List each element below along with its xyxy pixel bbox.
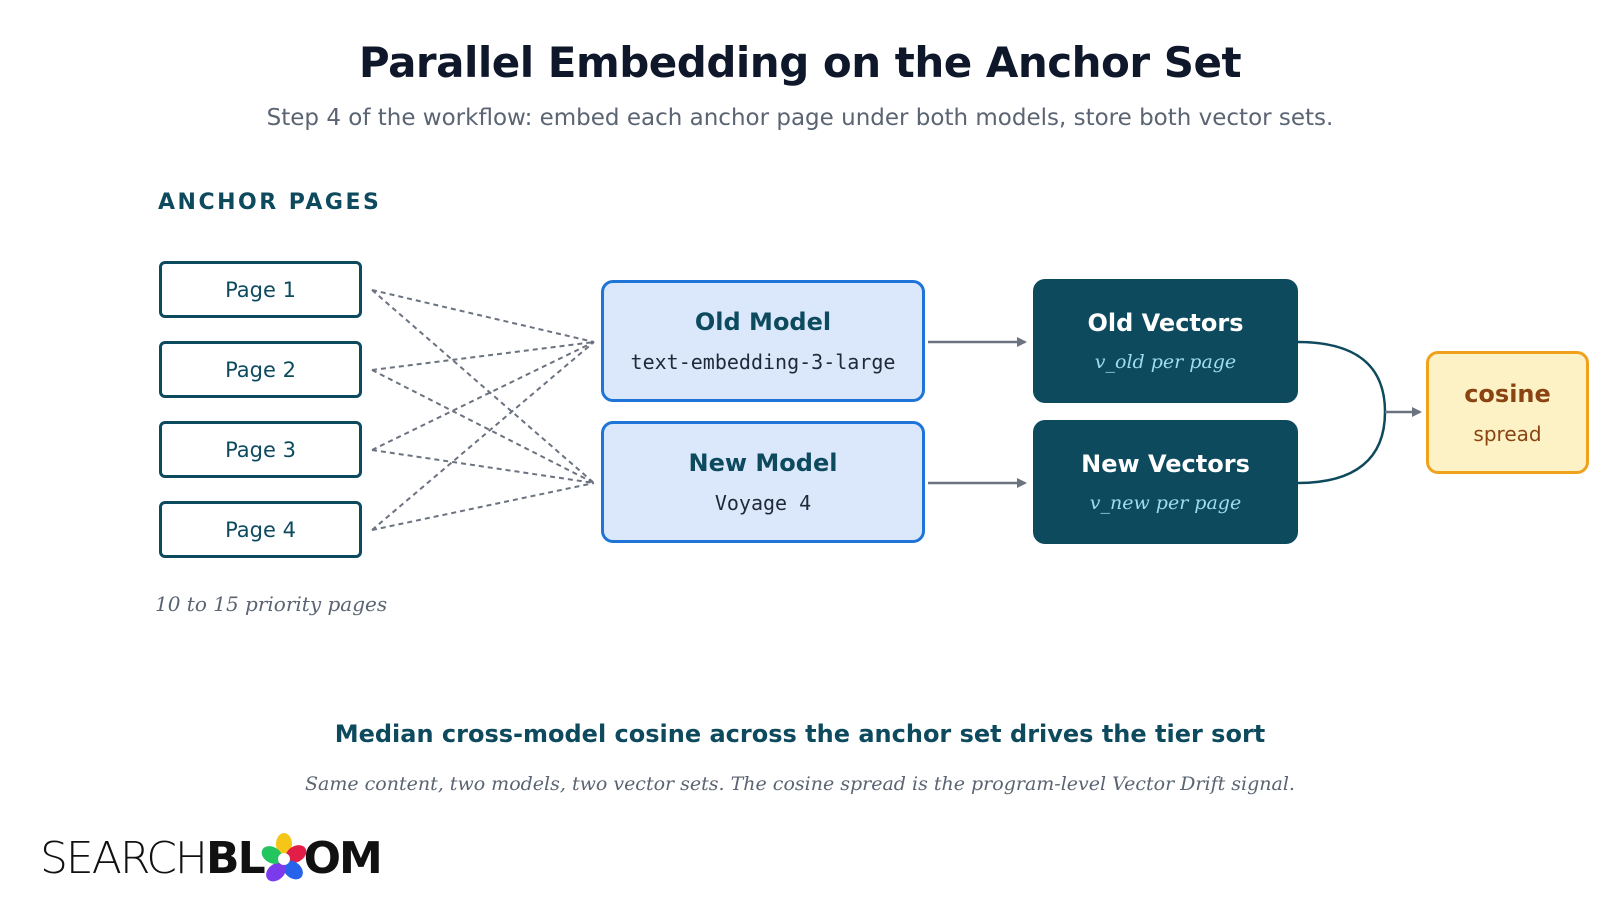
new-vectors-box: New Vectors v_new per page xyxy=(1033,420,1298,544)
cosine-name: cosine xyxy=(1464,379,1551,408)
dash-line-p4-old xyxy=(371,341,595,531)
page-title: Parallel Embedding on the Anchor Set xyxy=(358,38,1242,87)
footer-caption: Same content, two models, two vector set… xyxy=(305,773,1295,795)
dash-line-p2-new xyxy=(371,369,595,484)
old-model-name: Old Model xyxy=(694,308,832,336)
old-vectors-box: Old Vectors v_old per page xyxy=(1033,279,1298,403)
new-vectors-sub: v_new per page xyxy=(1089,492,1242,514)
logo-text-bl: BL xyxy=(206,832,266,884)
dash-line-p3-old xyxy=(371,341,595,451)
new-vectors-name: New Vectors xyxy=(1081,450,1250,478)
old-model-box: Old Model text-embedding-3-large xyxy=(601,280,925,402)
dash-line-p1-old xyxy=(371,289,595,343)
anchor-pages-note: 10 to 15 priority pages xyxy=(155,592,388,616)
new-model-box: New Model Voyage 4 xyxy=(601,421,925,543)
anchor-page-2: Page 2 xyxy=(159,341,362,398)
searchbloom-logo: SEARCH BL OM xyxy=(40,832,383,884)
dash-line-p3-new xyxy=(371,449,595,484)
logo-text-om: OM xyxy=(303,832,383,884)
old-vectors-name: Old Vectors xyxy=(1087,309,1244,337)
anchor-page-4: Page 4 xyxy=(159,501,362,558)
merge-bracket xyxy=(1297,340,1387,485)
dash-line-p4-new xyxy=(371,482,595,531)
old-model-id: text-embedding-3-large xyxy=(630,350,896,374)
dash-line-p1-new xyxy=(371,289,595,484)
page-subtitle: Step 4 of the workflow: embed each ancho… xyxy=(266,105,1334,131)
logo-text-search: SEARCH xyxy=(40,832,208,884)
new-model-id: Voyage 4 xyxy=(714,491,812,515)
anchor-pages-label: ANCHOR PAGES xyxy=(158,190,382,215)
footer-headline: Median cross-model cosine across the anc… xyxy=(334,720,1266,748)
cosine-sub: spread xyxy=(1473,421,1542,446)
dash-line-p2-old xyxy=(371,341,595,371)
flower-icon xyxy=(261,833,306,882)
anchor-page-3: Page 3 xyxy=(159,421,362,478)
page-to-model-lines xyxy=(371,289,595,531)
cosine-box: cosine spread xyxy=(1426,351,1589,474)
new-model-name: New Model xyxy=(688,449,838,477)
old-vectors-sub: v_old per page xyxy=(1094,351,1237,373)
anchor-page-1: Page 1 xyxy=(159,261,362,318)
